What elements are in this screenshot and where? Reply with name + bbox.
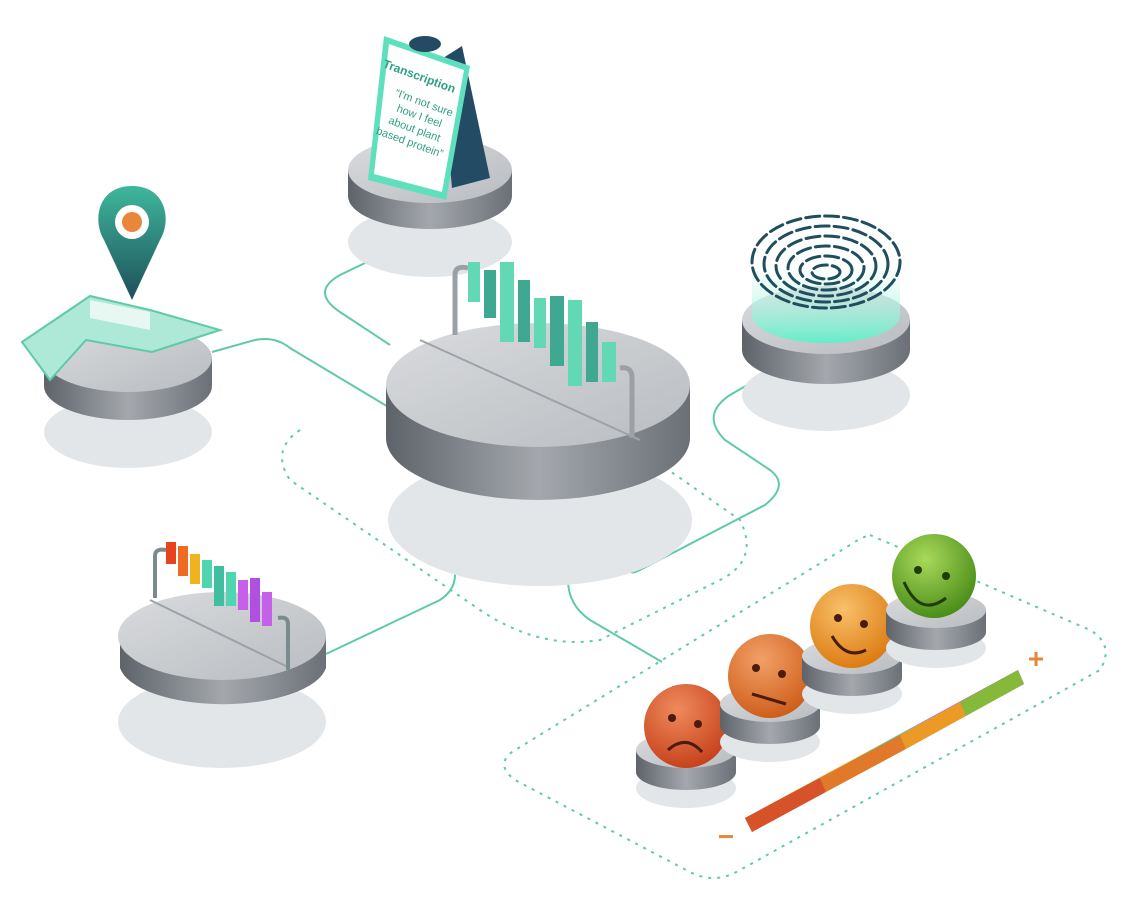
dashed-zone-sentiment [503,533,1107,879]
map-node [20,186,224,468]
transcription-node: Transcription “I'm not sure how I feel a… [348,36,512,277]
sound-wave-icon [452,262,635,438]
map-location-icon [20,186,224,382]
sentiment-faces-icon [636,534,986,808]
color-wave-node [118,542,326,768]
very-happy-face [886,534,986,668]
sentiment-scale: − + [718,643,1044,852]
sad-face [636,684,736,808]
fingerprint-node [742,214,910,431]
happy-face [802,584,902,714]
neutral-face [720,634,820,762]
fingerprint-icon [750,214,902,310]
scale-plus-label: + [1028,643,1044,674]
dashed-zone-center [281,429,748,643]
color-sound-wave-icon [153,542,290,670]
clipboard-transcription-icon: Transcription “I'm not sure how I feel a… [368,36,490,200]
central-node [386,262,692,586]
scale-minus-label: − [718,821,734,852]
